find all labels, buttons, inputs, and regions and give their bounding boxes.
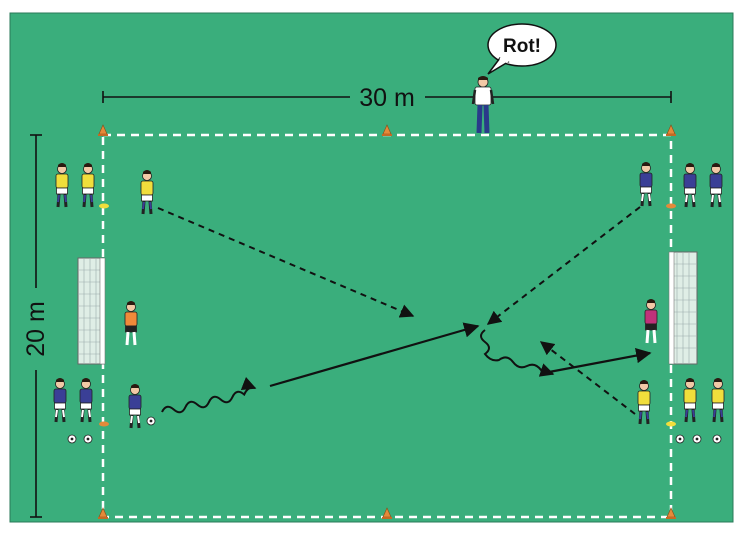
ball bbox=[83, 434, 93, 444]
diagram-frame bbox=[9, 12, 734, 523]
ball bbox=[67, 434, 77, 444]
ball bbox=[692, 434, 702, 444]
run-arrow-right-blue bbox=[486, 206, 641, 325]
marker-disc-left-top bbox=[99, 203, 109, 209]
marker-disc-right-top bbox=[666, 203, 676, 209]
width-dimension-line bbox=[102, 91, 672, 103]
ball bbox=[675, 434, 685, 444]
shot-arrow-right bbox=[548, 347, 652, 374]
field-background bbox=[10, 13, 733, 522]
pass-arrow-center bbox=[269, 322, 480, 388]
run-arrow-right-yellow bbox=[539, 341, 636, 415]
goal-right bbox=[668, 251, 698, 365]
ball bbox=[712, 434, 722, 444]
height-dimension-line bbox=[30, 134, 42, 518]
goal-left bbox=[77, 257, 106, 365]
ball-in-play bbox=[146, 416, 156, 426]
run-arrow-left-yellow bbox=[157, 207, 415, 318]
speech-bubble bbox=[487, 23, 557, 75]
height-label: 20 m bbox=[22, 301, 50, 357]
dribble-path-left bbox=[161, 376, 257, 414]
coach-call: Rot! bbox=[503, 36, 541, 57]
width-label: 30 m bbox=[359, 84, 415, 112]
coach-figure bbox=[471, 76, 495, 134]
dribble-path-center bbox=[480, 329, 555, 377]
marker-disc-left-bottom bbox=[99, 421, 109, 427]
marker-disc-right-bottom bbox=[666, 421, 676, 427]
